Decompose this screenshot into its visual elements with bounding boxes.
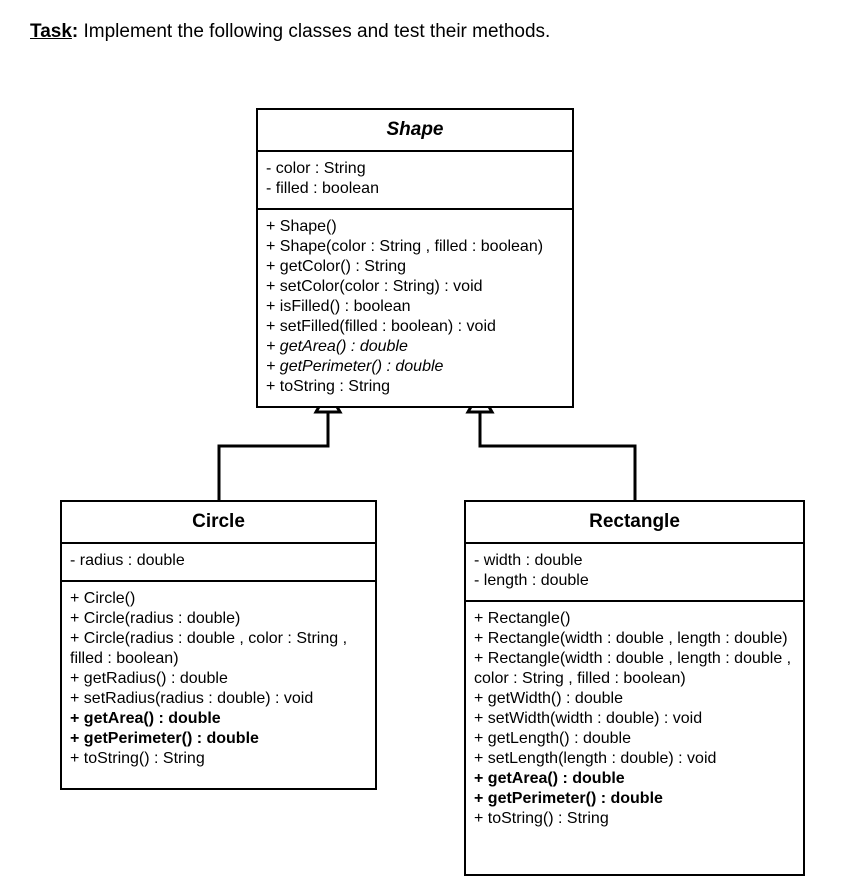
operations-compartment-shape: + Shape() + Shape(color : String , fille… <box>258 210 572 406</box>
operation-row: + Shape(color : String , filled : boolea… <box>266 238 544 255</box>
operation-row: + setFilled(filled : boolean) : void <box>266 318 496 335</box>
task-colon: : <box>71 21 79 42</box>
operation-row: + Circle() <box>70 590 136 607</box>
operation-row: + Rectangle(width : double , length : do… <box>474 650 792 687</box>
operation-row: + getWidth() : double <box>474 690 623 707</box>
operation-row: + Rectangle() <box>474 610 571 627</box>
operation-row-overridden: + getArea() : double <box>70 710 221 727</box>
attribute-row: - length : double <box>474 572 589 589</box>
operation-row: + Rectangle(width : double , length : do… <box>474 630 788 647</box>
class-name-shape: Shape <box>258 110 572 152</box>
uml-class-shape[interactable]: Shape - color : String - filled : boolea… <box>256 108 574 408</box>
class-name-rectangle: Rectangle <box>466 502 803 544</box>
operation-row: + getColor() : String <box>266 258 407 275</box>
uml-class-circle[interactable]: Circle - radius : double + Circle() + Ci… <box>60 500 377 790</box>
operation-row: + Circle(radius : double) <box>70 610 241 627</box>
operation-row-overridden: + getPerimeter() : double <box>474 790 663 807</box>
operation-row: + setRadius(radius : double) : void <box>70 690 314 707</box>
class-name-circle: Circle <box>62 502 375 544</box>
operation-row-abstract: + getArea() : double <box>266 338 408 355</box>
attributes-compartment-rectangle: - width : double - length : double <box>466 544 803 602</box>
operation-row: + Shape() <box>266 218 337 235</box>
operations-compartment-rectangle: + Rectangle() + Rectangle(width : double… <box>466 602 803 874</box>
task-statement: Task: Implement the following classes an… <box>30 20 550 44</box>
operation-row: + getLength() : double <box>474 730 632 747</box>
operation-row: + toString() : String <box>474 810 609 827</box>
operation-row: + setLength(length : double) : void <box>474 750 717 767</box>
operation-row-abstract: + getPerimeter() : double <box>266 358 444 375</box>
operation-row: + setColor(color : String) : void <box>266 278 483 295</box>
attribute-row: - filled : boolean <box>266 180 379 197</box>
attribute-row: - radius : double <box>70 552 185 569</box>
task-description: Implement the following classes and test… <box>78 21 551 42</box>
operation-row-overridden: + getPerimeter() : double <box>70 730 259 747</box>
operation-row: + setWidth(width : double) : void <box>474 710 703 727</box>
operation-row: + isFilled() : boolean <box>266 298 411 315</box>
operation-row: + toString : String <box>266 378 391 395</box>
task-label: Task <box>30 21 72 42</box>
attributes-compartment-circle: - radius : double <box>62 544 375 582</box>
operation-row: + getRadius() : double <box>70 670 228 687</box>
operation-row: + Circle(radius : double , color : Strin… <box>70 630 348 667</box>
attribute-row: - color : String <box>266 160 366 177</box>
operation-row-overridden: + getArea() : double <box>474 770 625 787</box>
uml-class-rectangle[interactable]: Rectangle - width : double - length : do… <box>464 500 805 876</box>
attribute-row: - width : double <box>474 552 583 569</box>
operation-row: + toString() : String <box>70 750 205 767</box>
operations-compartment-circle: + Circle() + Circle(radius : double) + C… <box>62 582 375 788</box>
attributes-compartment-shape: - color : String - filled : boolean <box>258 152 572 210</box>
